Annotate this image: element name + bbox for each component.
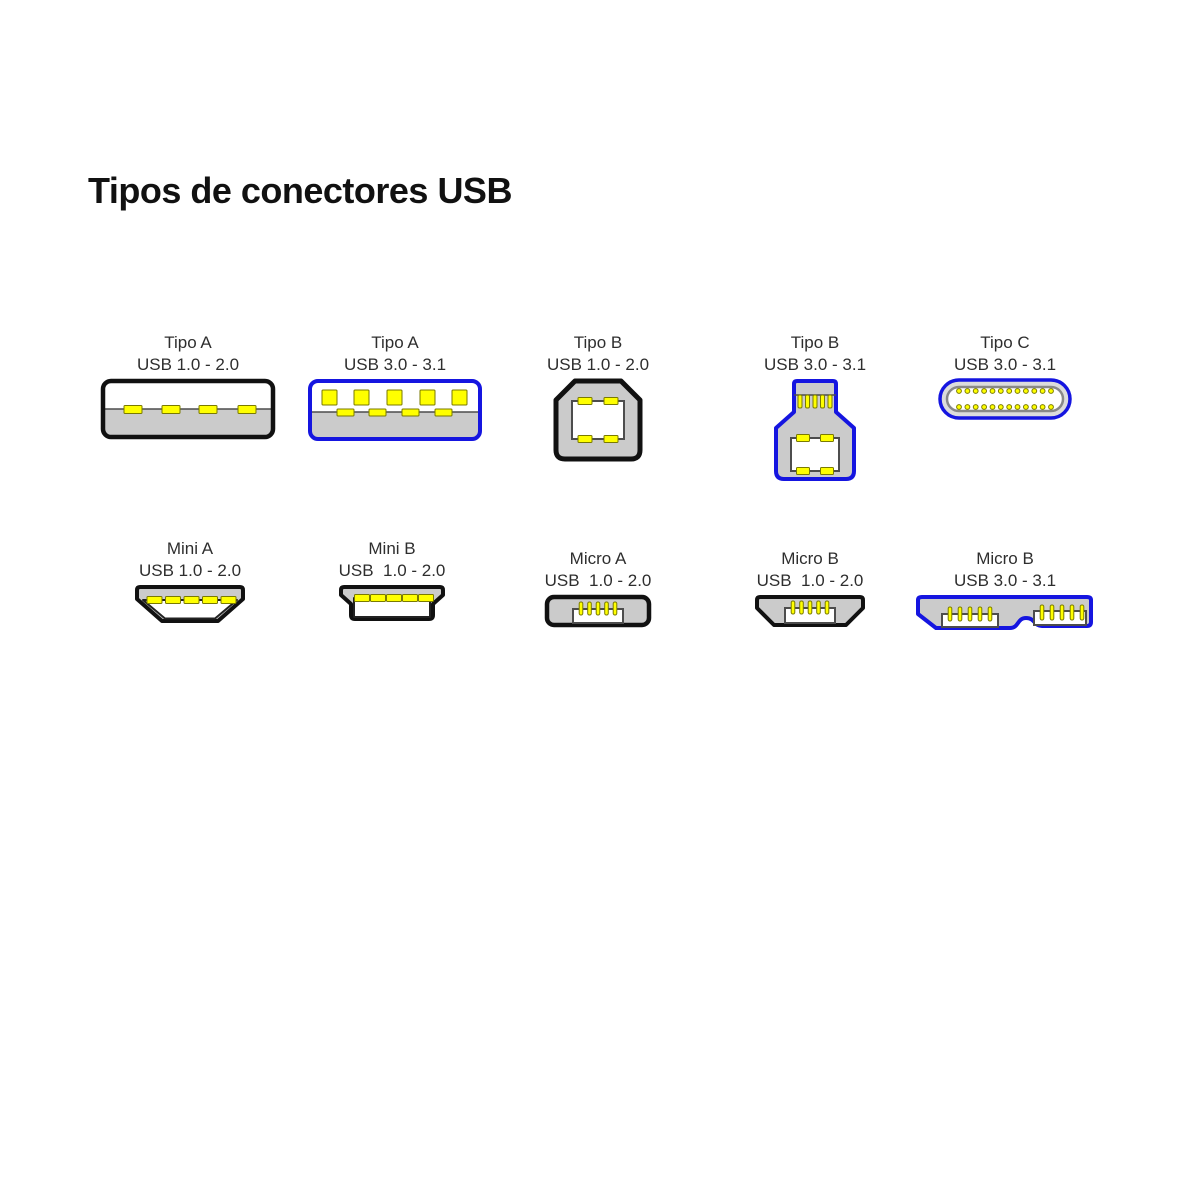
usb-type-a-3.1-connector-icon <box>308 379 482 441</box>
connector-type-label: Micro A <box>569 549 627 568</box>
connector-label: Mini B USB 1.0 - 2.0 <box>282 538 502 584</box>
connector-version-label: USB 1.0 - 2.0 <box>546 354 650 374</box>
connector-version-label: USB 3.0 - 3.1 <box>953 570 1057 590</box>
connector-card-mini-a: Mini A USB 1.0 - 2.0 <box>80 538 300 624</box>
connector-type-label: Tipo A <box>164 333 212 352</box>
connector-card-type-a-usb3: Tipo A USB 3.0 - 3.1 <box>285 332 505 442</box>
usb-type-b-2.0-connector-icon <box>553 378 643 462</box>
connector-card-micro-b-usb2: Micro B USB 1.0 - 2.0 <box>700 548 920 628</box>
connector-card-type-b-usb2: Tipo B USB 1.0 - 2.0 <box>488 332 708 462</box>
connector-type-label: Tipo C <box>980 333 1030 352</box>
connector-label: Tipo A USB 1.0 - 2.0 <box>78 332 298 378</box>
connector-label: Micro A USB 1.0 - 2.0 <box>488 548 708 594</box>
connector-label: Tipo B USB 3.0 - 3.1 <box>705 332 925 378</box>
connector-label: Tipo C USB 3.0 - 3.1 <box>895 332 1115 378</box>
connector-type-label: Tipo B <box>790 333 840 352</box>
connector-type-label: Mini B <box>368 539 416 558</box>
connector-label: Tipo B USB 1.0 - 2.0 <box>488 332 708 378</box>
usb-type-c-connector-icon <box>938 378 1072 420</box>
usb-micro-a-connector-icon <box>544 594 652 628</box>
connector-version-label: USB 1.0 - 2.0 <box>544 570 652 590</box>
connector-label: Tipo A USB 3.0 - 3.1 <box>285 332 505 378</box>
usb-type-a-2.0-connector-icon <box>100 378 276 440</box>
connector-card-micro-a: Micro A USB 1.0 - 2.0 <box>488 548 708 628</box>
connector-card-micro-b-usb3: Micro B USB 3.0 - 3.1 <box>895 548 1115 632</box>
connector-card-type-c: Tipo C USB 3.0 - 3.1 <box>895 332 1115 420</box>
usb-micro-b-3.1-connector-icon <box>916 595 1093 630</box>
connector-version-label: USB 1.0 - 2.0 <box>756 570 864 590</box>
usb-type-b-3.1-connector-icon <box>774 379 856 481</box>
connector-card-mini-b: Mini B USB 1.0 - 2.0 <box>282 538 502 622</box>
connector-type-label: Tipo B <box>573 333 623 352</box>
connector-card-type-b-usb3: Tipo B USB 3.0 - 3.1 <box>705 332 925 482</box>
page-title: Tipos de conectores USB <box>88 170 512 211</box>
connector-label: Micro B USB 1.0 - 2.0 <box>700 548 920 594</box>
connector-type-label: Tipo A <box>371 333 419 352</box>
usb-micro-b-2.0-connector-icon <box>755 595 865 627</box>
connector-version-label: USB 1.0 - 2.0 <box>138 560 242 580</box>
connector-type-label: Micro B <box>781 549 839 568</box>
connector-version-label: USB 1.0 - 2.0 <box>136 354 240 374</box>
connector-version-label: USB 3.0 - 3.1 <box>953 354 1057 374</box>
connector-label: Micro B USB 3.0 - 3.1 <box>895 548 1115 594</box>
connector-version-label: USB 3.0 - 3.1 <box>343 354 447 374</box>
connector-card-type-a-usb2: Tipo A USB 1.0 - 2.0 <box>78 332 298 440</box>
connector-type-label: Micro B <box>976 549 1034 568</box>
connector-label: Mini A USB 1.0 - 2.0 <box>80 538 300 584</box>
connector-type-label: Mini A <box>166 539 214 558</box>
connector-version-label: USB 1.0 - 2.0 <box>338 560 446 580</box>
connector-version-label: USB 3.0 - 3.1 <box>763 354 867 374</box>
usb-mini-a-connector-icon <box>135 585 245 623</box>
usb-mini-b-connector-icon <box>339 585 445 621</box>
